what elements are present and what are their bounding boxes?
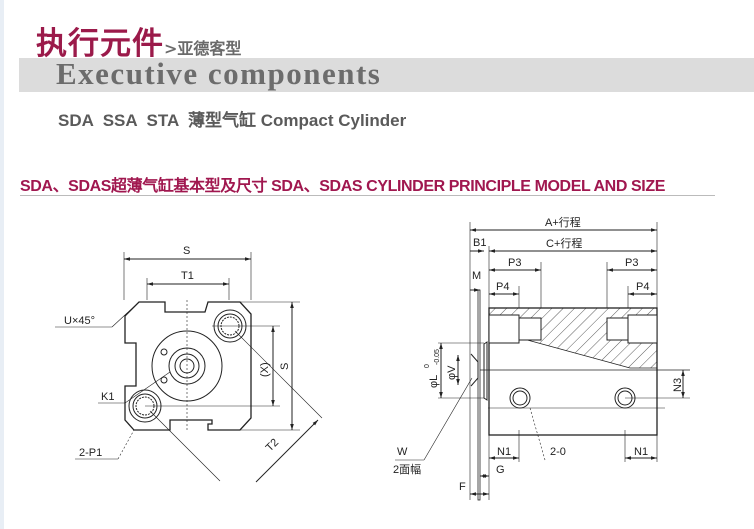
page-title-en: Executive components	[56, 56, 382, 91]
section-divider	[20, 195, 715, 196]
label-chamfer: U×45°	[64, 315, 95, 327]
label-x: (X)	[259, 362, 271, 377]
label-n1-left: N1	[497, 446, 511, 458]
label-a-stroke: A+行程	[545, 216, 581, 229]
label-p3-left: P3	[508, 257, 521, 269]
label-m: M	[472, 270, 481, 282]
label-holes: 2-0	[550, 446, 566, 458]
breadcrumb: >亚德客型	[164, 39, 242, 58]
label-k1: K1	[101, 391, 114, 403]
label-b1: B1	[473, 237, 486, 249]
label-2-p1: 2-P1	[79, 447, 102, 459]
label-n1-right: N1	[634, 446, 648, 458]
label-w: W	[397, 446, 408, 458]
page-title-cn: 执行元件>亚德客型	[36, 18, 241, 63]
label-w-note: 2面幅	[393, 463, 421, 476]
front-view-drawing	[55, 252, 323, 483]
label-t1: T1	[181, 270, 194, 282]
label-c-stroke: C+行程	[546, 237, 582, 250]
product-subtitle: SDA SSA STA 薄型气缸 Compact Cylinder	[58, 111, 407, 130]
title-band	[19, 58, 754, 92]
label-phi-v: φV	[446, 365, 458, 380]
side-view-drawing	[395, 222, 690, 501]
label-f: F	[459, 481, 466, 493]
page-edge	[0, 0, 4, 529]
label-phi-l-tol-upper: 0	[424, 364, 431, 368]
label-p4-left: P4	[496, 281, 509, 293]
label-s-height: S	[279, 363, 291, 370]
label-phi-l: φL	[428, 375, 440, 388]
title-cn-text: 执行元件	[36, 26, 164, 62]
section-title: SDA、SDAS超薄气缸基本型及尺寸 SDA、SDAS CYLINDER PRI…	[20, 178, 665, 195]
label-t2: T2	[264, 437, 282, 455]
label-s-width: S	[183, 245, 190, 257]
label-phi-l-tol-lower: -0.05	[434, 349, 441, 365]
label-p4-right: P4	[636, 281, 649, 293]
label-g: G	[496, 464, 505, 476]
label-p3-right: P3	[625, 257, 638, 269]
label-n3: N3	[672, 378, 684, 392]
